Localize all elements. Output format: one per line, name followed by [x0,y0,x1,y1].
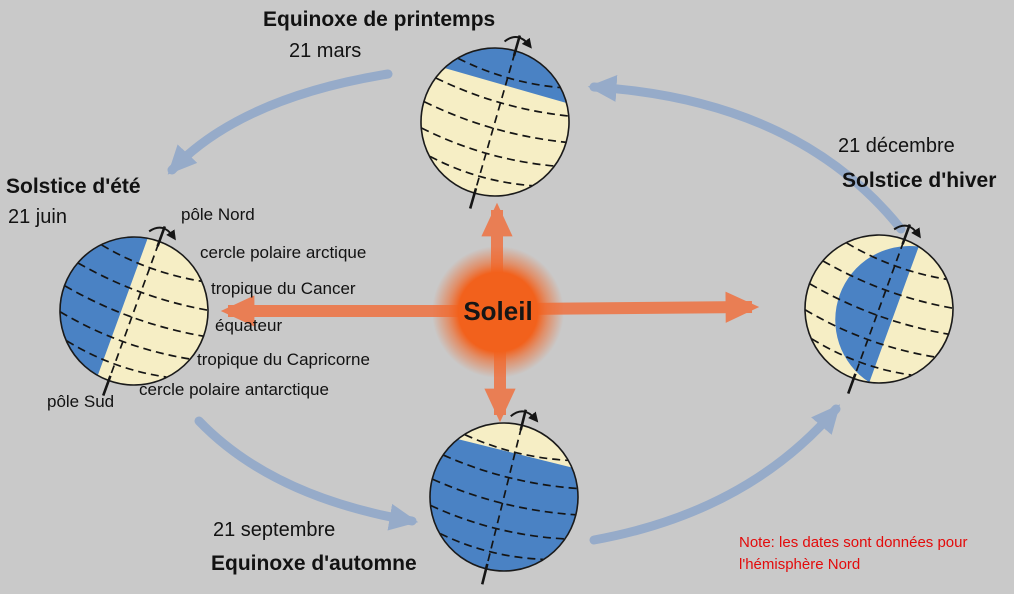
label-tropique-capricorne: tropique du Capricorne [197,350,370,369]
orbit-arrows [167,69,906,545]
spring-date: 21 mars [289,40,362,62]
label-equateur: équateur [215,316,283,335]
day-shade [457,423,572,468]
earth-globe-winter [784,215,974,403]
note-line-1: Note: les dates sont données pour [739,534,968,551]
winter-title: Solstice d'hiver [842,169,997,192]
night-shade [835,246,919,383]
earth-globe-summer [39,217,229,405]
label-cercle-polaire-antarctique: cercle polaire antarctique [139,380,329,399]
spring-title: Equinoxe de printemps [263,8,496,31]
sun-disc [432,246,564,378]
orbit-arrow-summer-to-autumn [194,416,419,531]
label-cercle-polaire-arctique: cercle polaire arctique [200,243,367,262]
autumn-title: Equinoxe d'automne [211,552,417,575]
note-line-2: l'hémisphère Nord [739,555,861,573]
label-pole-sud: pôle Sud [47,392,115,411]
orbit-arrow-spring-to-summer [167,69,393,175]
earth-globe-spring [403,15,587,229]
summer-title: Solstice d'été [6,175,141,198]
note-text: Note: les dates sont données pour l'hémi… [739,532,968,576]
summer-date: 21 juin [8,206,67,228]
winter-date: 21 décembre [838,135,955,157]
night-shade [444,47,567,103]
earth-globe-autumn [414,392,594,594]
sun-label: Soleil [463,296,533,326]
label-pole-nord: pôle Nord [181,205,255,224]
orbit-arrow-autumn-to-winter [589,404,841,545]
orbit-arrow-winter-to-spring [587,74,906,234]
label-tropique-cancer: tropique du Cancer [211,279,356,298]
autumn-date: 21 septembre [213,519,336,541]
